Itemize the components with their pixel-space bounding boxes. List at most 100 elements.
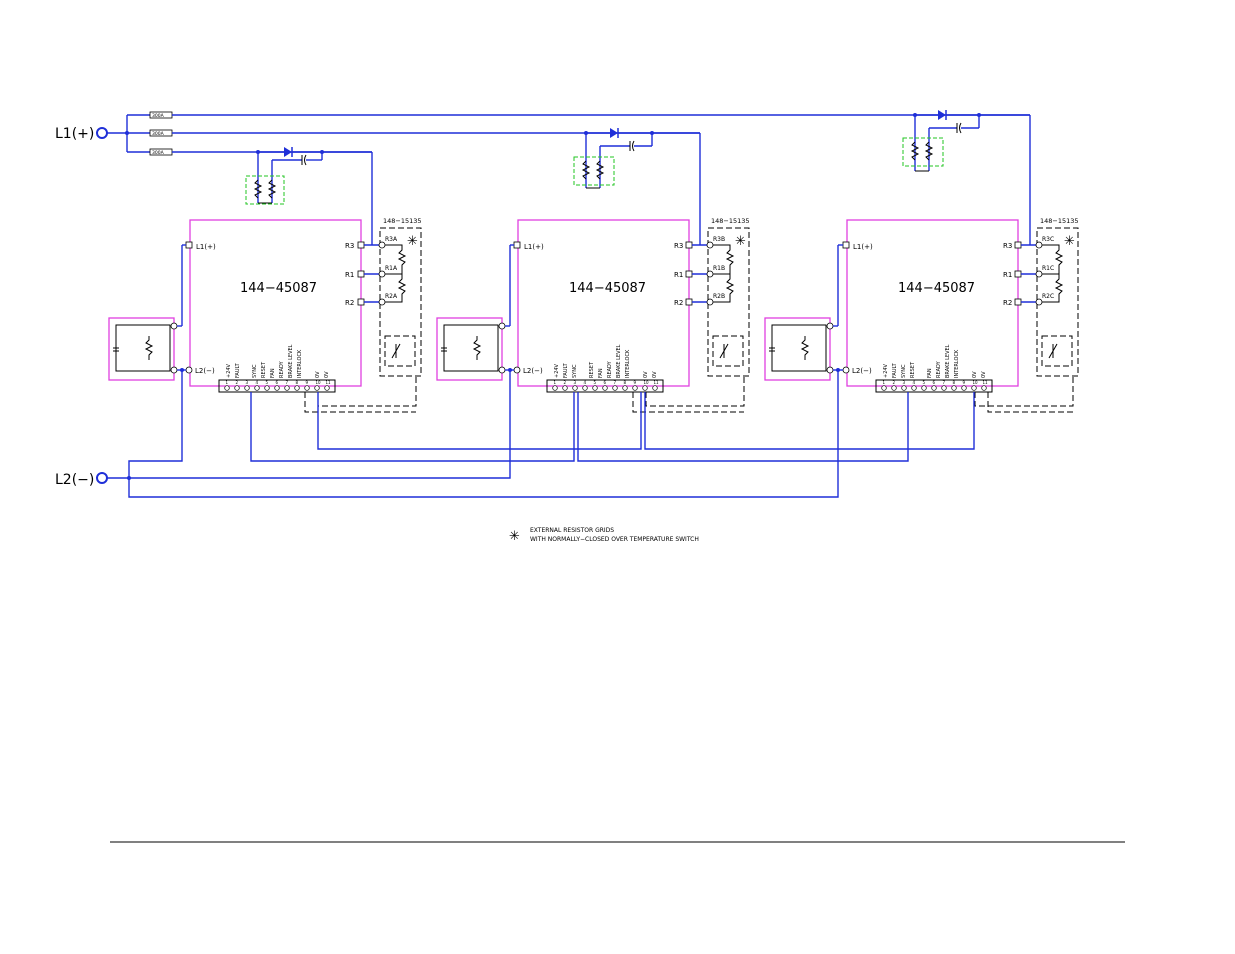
- svg-text:L1(+): L1(+): [853, 243, 873, 251]
- terminal-number: 3: [246, 380, 249, 385]
- terminal-number: 4: [584, 380, 587, 385]
- svg-text:R1B: R1B: [713, 265, 725, 272]
- legend-line-1: EXTERNAL RESISTOR GRIDS: [530, 527, 614, 534]
- terminal-screw: [284, 385, 290, 391]
- svg-text:R1A: R1A: [385, 265, 398, 272]
- svg-text:R2: R2: [345, 299, 354, 307]
- svg-text:READY: READY: [607, 360, 613, 378]
- svg-text:+24V: +24V: [883, 363, 889, 378]
- svg-text:R2A: R2A: [385, 293, 398, 300]
- svg-text:148−15135: 148−15135: [1040, 217, 1079, 225]
- terminal-number: 5: [923, 380, 926, 385]
- terminal-number: 1: [554, 380, 557, 385]
- terminal-number: 3: [574, 380, 577, 385]
- terminal-number: 4: [256, 380, 259, 385]
- l1-terminal-icon: [96, 127, 108, 139]
- diode-network-a: [245, 147, 373, 245]
- terminal-number: 3: [903, 380, 906, 385]
- terminal-screw: [622, 385, 628, 391]
- terminal-screw: [294, 385, 300, 391]
- svg-text:0V: 0V: [643, 371, 649, 378]
- terminal-screw: [264, 385, 270, 391]
- svg-text:FAULT: FAULT: [235, 362, 241, 378]
- fuse-3: 300A: [149, 148, 173, 156]
- terminal-screw: [642, 385, 648, 391]
- drive-a-model: 144−45087: [240, 281, 317, 296]
- terminal-number: 8: [296, 380, 299, 385]
- terminal-screw: [891, 385, 897, 391]
- svg-text:BRAKE LEVEL: BRAKE LEVEL: [288, 344, 294, 378]
- terminal-number: 6: [276, 380, 279, 385]
- svg-text:0V: 0V: [981, 371, 987, 378]
- svg-text:0V: 0V: [972, 371, 978, 378]
- svg-text:R2: R2: [1003, 299, 1012, 307]
- svg-text:BRAKE LEVEL: BRAKE LEVEL: [945, 344, 951, 378]
- svg-text:RESET: RESET: [589, 361, 595, 378]
- fuse-2: 300A: [149, 129, 173, 137]
- drive-c-model: 144−45087: [898, 281, 975, 296]
- terminal-number: 6: [604, 380, 607, 385]
- svg-text:R3C: R3C: [1042, 236, 1054, 243]
- svg-text:R2C: R2C: [1042, 293, 1054, 300]
- terminal-screw: [254, 385, 260, 391]
- legend-symbol: ✳: [509, 529, 520, 544]
- terminal-screw: [244, 385, 250, 391]
- terminal-number: 6: [933, 380, 936, 385]
- terminal-number: 2: [893, 380, 896, 385]
- svg-text:300A: 300A: [152, 113, 165, 119]
- terminal-screw: [921, 385, 927, 391]
- svg-text:R3: R3: [345, 242, 354, 250]
- svg-text:L1(+): L1(+): [196, 243, 216, 251]
- svg-text:R3: R3: [1003, 242, 1012, 250]
- l1-bus: [107, 114, 150, 153]
- svg-text:R1C: R1C: [1042, 265, 1054, 272]
- svg-text:300A: 300A: [152, 150, 165, 156]
- svg-text:✳: ✳: [1064, 234, 1075, 249]
- svg-text:✳: ✳: [735, 234, 746, 249]
- terminal-number: 5: [266, 380, 269, 385]
- legend-line-2: WITH NORMALLY−CLOSED OVER TEMPERATURE SW…: [530, 536, 699, 543]
- svg-text:INTERLOCK: INTERLOCK: [625, 349, 631, 378]
- drive-b-model: 144−45087: [569, 281, 646, 296]
- svg-text:R2: R2: [674, 299, 683, 307]
- terminal-screw: [961, 385, 967, 391]
- terminal-screw: [304, 385, 310, 391]
- terminal-number: 5: [594, 380, 597, 385]
- svg-text:SYNC: SYNC: [252, 364, 258, 378]
- svg-text:FAULT: FAULT: [892, 362, 898, 378]
- terminal-number: 11: [654, 380, 660, 385]
- svg-text:L2(−): L2(−): [852, 367, 872, 375]
- drive-c: 144−45087 L1(+) L2(−) R3 R1 R2 148−15135…: [764, 217, 1079, 387]
- terminal-screw: [274, 385, 280, 391]
- terminal-screw: [224, 385, 230, 391]
- terminal-number: 7: [286, 380, 289, 385]
- svg-text:148−15135: 148−15135: [711, 217, 750, 225]
- svg-text:RESET: RESET: [910, 361, 916, 378]
- svg-text:R3A: R3A: [385, 236, 398, 243]
- svg-text:SYNC: SYNC: [901, 364, 907, 378]
- svg-text:R2B: R2B: [713, 293, 725, 300]
- terminal-screw: [911, 385, 917, 391]
- terminal-screw: [552, 385, 558, 391]
- svg-text:READY: READY: [279, 360, 285, 378]
- terminal-screw: [971, 385, 977, 391]
- terminal-number: 10: [644, 380, 650, 385]
- terminal-screw: [931, 385, 937, 391]
- svg-text:FAN: FAN: [598, 368, 604, 378]
- svg-text:INTERLOCK: INTERLOCK: [297, 349, 303, 378]
- l1-terminal-label: L1(+): [55, 126, 94, 142]
- terminal-number: 7: [943, 380, 946, 385]
- svg-text:0V: 0V: [652, 371, 658, 378]
- terminal-screw: [314, 385, 320, 391]
- svg-text:L1(+): L1(+): [524, 243, 544, 251]
- terminal-number: 11: [326, 380, 332, 385]
- terminal-screw: [582, 385, 588, 391]
- terminal-number: 7: [614, 380, 617, 385]
- svg-text:FAULT: FAULT: [563, 362, 569, 378]
- drive-b: 144−45087 L1(+) L2(−) R3 R1 R2 148−15135…: [436, 217, 750, 387]
- svg-text:✳: ✳: [407, 234, 418, 249]
